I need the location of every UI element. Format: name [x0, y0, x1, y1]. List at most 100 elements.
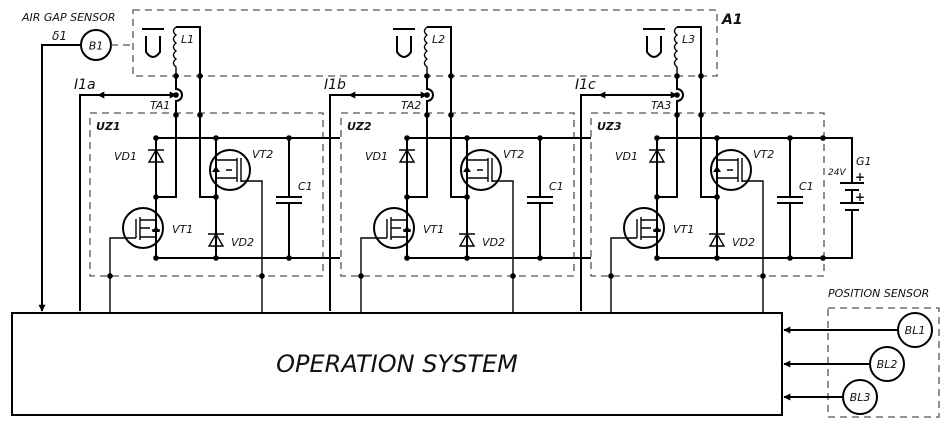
junction-dot [537, 135, 543, 141]
junction-dot [213, 135, 219, 141]
vt2-label: VT2 [753, 148, 774, 161]
junction-dot [537, 255, 543, 261]
current-label: I1c [575, 77, 596, 93]
position-sensor-box [827, 307, 940, 418]
junction-dot [404, 135, 410, 141]
junction-dot [404, 255, 410, 261]
junction-dot [510, 273, 516, 279]
junction-dot [153, 255, 159, 261]
g1-label: G1 [856, 155, 872, 168]
coil-top-wire [677, 26, 717, 198]
junction-dot [173, 112, 179, 118]
delta-signal-label: δ1 [52, 29, 67, 43]
diode-vd2-icon [207, 232, 225, 247]
battery-g1-icon: + + [840, 170, 865, 211]
vd2-label: VD2 [732, 236, 755, 249]
junction-dot [654, 194, 660, 200]
transistor-vt1-icon [373, 207, 415, 249]
transistor-vt1-icon [122, 207, 164, 249]
junction-dot [286, 135, 292, 141]
coil-icon [172, 26, 178, 76]
magnet-icon [646, 36, 662, 58]
transistor-vt1-icon [623, 207, 665, 249]
junction-dot [464, 255, 470, 261]
junction-dot [153, 135, 159, 141]
junction-dot [674, 112, 680, 118]
converter-box [340, 112, 575, 277]
vd2-label: VD2 [231, 236, 254, 249]
junction-dot [448, 112, 454, 118]
svg-text:+: + [855, 190, 865, 204]
coil-label: L3 [682, 33, 695, 46]
coil-label: L1 [181, 33, 194, 46]
svg-text:+: + [855, 170, 865, 184]
junction-dot [213, 194, 219, 200]
position-sensor-title: POSITION SENSOR [828, 287, 929, 300]
coil-top-wire [427, 26, 467, 198]
junction-dot [197, 112, 203, 118]
transistor-vt2-icon [209, 149, 251, 191]
junction-dot [286, 255, 292, 261]
junction-dot [654, 135, 660, 141]
air-gap-sensor-title: AIR GAP SENSOR [21, 11, 116, 24]
coil-bottom-wire [657, 76, 684, 198]
coil-top-wire [176, 26, 216, 198]
transistor-vt2-icon [460, 149, 502, 191]
vt1-label: VT1 [673, 223, 694, 236]
capacitor-c1-icon [276, 138, 302, 258]
junction-dot [714, 194, 720, 200]
converter-label: UZ1 [96, 120, 121, 133]
current-label: I1b [324, 77, 346, 93]
vt2-symbol [716, 158, 764, 312]
diode-vd2-icon [458, 232, 476, 247]
junction-dot [424, 73, 430, 79]
vt2-label: VT2 [503, 148, 524, 161]
position-sensor-2 [869, 346, 905, 382]
junction-dot [213, 255, 219, 261]
junction-dot [674, 92, 680, 98]
capacitor-label: C1 [298, 180, 313, 193]
vt2-body-diode [463, 166, 471, 172]
a1-label: A1 [721, 12, 743, 28]
junction-dot [259, 273, 265, 279]
b1-label: B1 [89, 40, 104, 53]
capacitor-c1-icon [527, 138, 553, 258]
transformer-label: TA3 [651, 99, 671, 112]
vt1-body-diode [403, 226, 411, 232]
vt2-body-diode [212, 166, 220, 172]
vt2-symbol [215, 158, 263, 312]
junction-dot [173, 92, 179, 98]
junction-dot [197, 73, 203, 79]
coil-bottom-wire [407, 76, 434, 198]
vt2-body-diode [713, 166, 721, 172]
g1-voltage: 24V [828, 168, 846, 178]
dc-rails [156, 137, 340, 259]
junction-dot [674, 73, 680, 79]
vd2-label: VD2 [482, 236, 505, 249]
current-signal-wire [329, 91, 428, 311]
current-signal-wire [580, 91, 678, 311]
diode-vd1-icon [648, 148, 666, 163]
junction-dot [698, 73, 704, 79]
transformer-label: TA2 [401, 99, 421, 112]
junction-dot [714, 135, 720, 141]
diode-vd1-icon [398, 148, 416, 163]
coil-icon [673, 26, 679, 76]
air-gap-signal-wire [38, 44, 81, 312]
coil-label: L2 [432, 33, 445, 46]
dc-rails [407, 137, 591, 259]
converter-label: UZ2 [347, 120, 372, 133]
capacitor-label: C1 [549, 180, 564, 193]
coil-bottom-wire [156, 76, 183, 198]
diode-vd2-icon [708, 232, 726, 247]
position-sensor-label: BL2 [877, 358, 898, 371]
junction-dot [448, 73, 454, 79]
diode-vd1-icon [147, 148, 165, 163]
junction-dot [173, 73, 179, 79]
junction-dot [608, 273, 614, 279]
magnet-icon [145, 36, 161, 58]
current-signal-wire [79, 91, 177, 311]
vt2-label: VT2 [252, 148, 273, 161]
